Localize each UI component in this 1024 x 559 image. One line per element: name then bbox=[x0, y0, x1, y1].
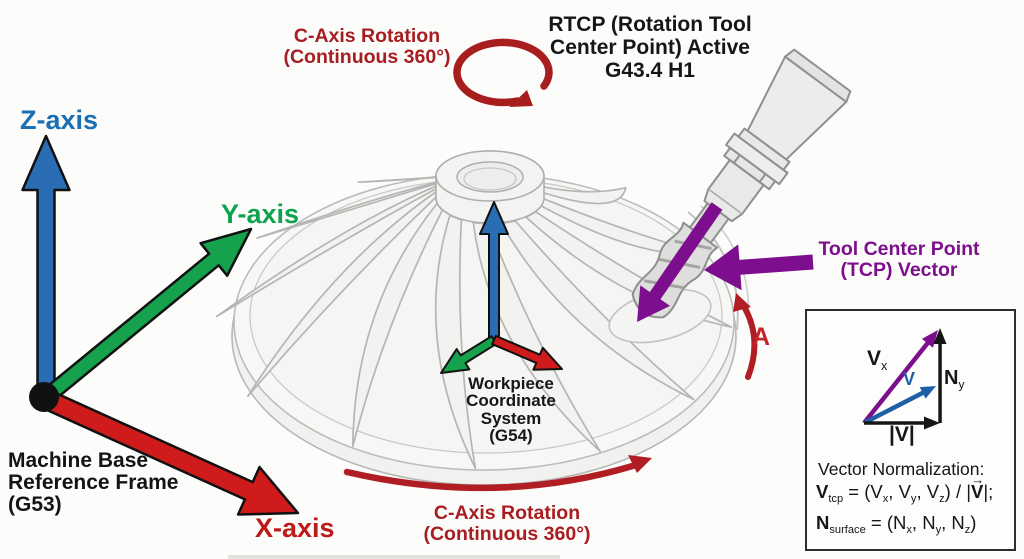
impeller-blade bbox=[536, 184, 627, 205]
wcs-line1: Workpiece bbox=[468, 374, 554, 393]
nsurface-formula: Nsurface = (Nx, Ny, Nz) bbox=[816, 512, 977, 537]
tcp-line2: (TCP) Vector bbox=[840, 259, 958, 282]
y-axis-arrow bbox=[43, 227, 253, 402]
v-vector-label: V bbox=[903, 369, 916, 389]
machine-origin-dot bbox=[29, 382, 59, 412]
c-axis-top-line2: (Continuous 360°) bbox=[283, 46, 451, 69]
rtcp-gcode: G43.4 H1 bbox=[605, 59, 695, 83]
z-axis-label: Z-axis bbox=[20, 105, 99, 135]
wcs-y-arrow bbox=[440, 335, 498, 374]
machine-base-frame-line3: (G53) bbox=[8, 493, 62, 517]
inset-v-arrow bbox=[863, 386, 936, 425]
vector-diagram bbox=[862, 328, 947, 430]
c-axis-top-rotation-arrow bbox=[453, 38, 553, 107]
x-axis-arrow bbox=[42, 390, 300, 516]
tcp-line1: Tool Center Point bbox=[818, 238, 980, 260]
a-axis-label: A bbox=[752, 323, 771, 351]
inset-vx-arrow bbox=[862, 330, 938, 425]
rtcp-active-label: RTCP (Rotation Tool Center Point) Active… bbox=[543, 13, 757, 82]
c-axis-top-line1: C-Axis Rotation bbox=[293, 25, 441, 47]
impeller-illustration bbox=[215, 150, 737, 486]
vtcp-formula: Vtcp = (Vx, Vy, Vz) / |V→|; bbox=[816, 472, 994, 506]
impeller-blade bbox=[215, 177, 455, 318]
impeller-blade bbox=[434, 214, 477, 470]
wcs-line4: (G54) bbox=[489, 425, 533, 445]
impeller-bore bbox=[456, 161, 524, 193]
x-axis-label: X-axis bbox=[255, 513, 335, 543]
c-axis-rotation-bottom-label: C-Axis Rotation (Continuous 360°) bbox=[399, 502, 615, 546]
vector-normalization-panel: Vx V Ny |V→| Vector Normalization: Vtcp … bbox=[805, 309, 1016, 551]
impeller-blade bbox=[525, 210, 733, 328]
y-axis-label: Y-axis bbox=[221, 199, 300, 229]
tcp-vector-label: Tool Center Point (TCP) Vector bbox=[798, 238, 1000, 282]
inset-ny-arrow bbox=[933, 328, 947, 423]
rtcp-line1: RTCP (Rotation Tool bbox=[548, 13, 752, 36]
c-axis-bottom-rotation-arrow bbox=[343, 455, 652, 492]
inset-vmag-arrow bbox=[864, 416, 940, 430]
impeller-blade bbox=[500, 220, 695, 401]
machine-base-frame-label: Machine Base Reference Frame (G53) bbox=[8, 449, 179, 517]
rtcp-line2: Center Point) Active bbox=[550, 36, 750, 60]
wcs-z-arrow bbox=[479, 201, 509, 341]
vx-vector-label: Vx bbox=[867, 347, 888, 373]
impeller-blade bbox=[351, 202, 444, 448]
tcp-axis-arrow bbox=[637, 202, 723, 322]
vector-normalization-title: Vector Normalization: bbox=[818, 459, 985, 479]
wcs-line2: Coordinate bbox=[466, 391, 556, 411]
tcp-pointer-arrow bbox=[704, 244, 814, 291]
c-axis-bottom-line2: (Continuous 360°) bbox=[423, 523, 591, 546]
wcs-x-arrow bbox=[491, 334, 563, 371]
z-axis-arrow bbox=[21, 134, 71, 402]
machine-base-frame-line2: Reference Frame bbox=[8, 471, 179, 495]
bottom-edge-artifact bbox=[228, 555, 560, 559]
machine-base-frame-line1: Machine Base bbox=[8, 449, 149, 472]
ny-vector-label: Ny bbox=[944, 367, 965, 392]
wcs-line3: System bbox=[480, 408, 542, 428]
v-magnitude-label: |V→| bbox=[889, 413, 915, 446]
workpiece-cs-label: Workpiece Coordinate System (G54) bbox=[430, 374, 592, 445]
a-axis-rotation-arrow bbox=[733, 293, 758, 380]
c-axis-bottom-line1: C-Axis Rotation bbox=[433, 502, 581, 524]
c-axis-rotation-top-label: C-Axis Rotation (Continuous 360°) bbox=[266, 25, 468, 69]
impeller-blade bbox=[246, 189, 440, 398]
impeller-blade bbox=[256, 171, 480, 239]
